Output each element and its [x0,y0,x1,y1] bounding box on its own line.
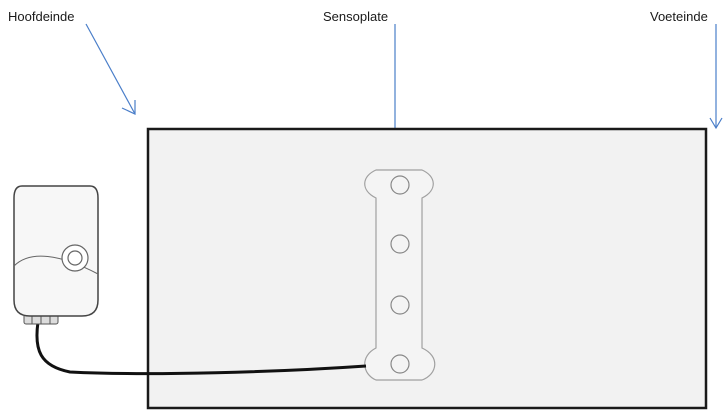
sensor-circle [390,354,410,374]
sensor-circle [390,234,410,254]
label-foot-end: Voeteinde [650,9,708,24]
label-sensoplate: Sensoplate [323,9,389,24]
sensoplate-outline [364,169,436,381]
label-head-end: Hoofdeinde [8,9,75,24]
cable [35,321,367,376]
sensor-circle [390,175,410,195]
arrow-foot-end [709,24,723,130]
arrow-head-end [85,23,136,115]
sensor-circle [390,295,410,315]
control-box [13,185,99,325]
